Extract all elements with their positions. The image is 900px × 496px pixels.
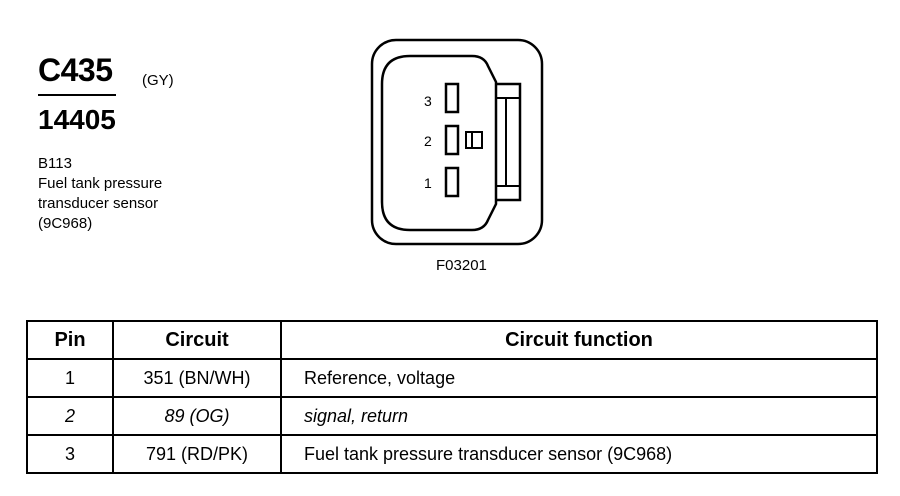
cell-function: Reference, voltage	[280, 358, 878, 398]
pin-label-3: 3	[424, 93, 432, 109]
description-line: B113	[38, 155, 72, 172]
pin-cavity-2	[444, 124, 460, 156]
latch-outline	[496, 82, 522, 202]
cell-pin: 1	[26, 358, 114, 398]
pin-label-1: 1	[424, 175, 432, 191]
header-divider	[38, 94, 116, 96]
cell-circuit: 791 (RD/PK)	[112, 434, 282, 474]
table-row: 2 89 (OG) signal, return	[26, 396, 878, 436]
header-pin: Pin	[26, 320, 114, 360]
connector-outer-shell	[370, 38, 544, 246]
table-row: 1 351 (BN/WH) Reference, voltage	[26, 358, 878, 398]
part-number: 14405	[38, 104, 116, 135]
connector-color: (GY)	[142, 72, 174, 89]
figure-code: F03201	[436, 257, 487, 274]
cell-function: signal, return	[280, 396, 878, 436]
cell-circuit: 89 (OG)	[112, 396, 282, 436]
description-line: transducer sensor	[38, 195, 159, 212]
connector-id: C435	[38, 52, 113, 88]
header-circuit: Circuit	[112, 320, 282, 360]
pin-cavity-3	[444, 82, 460, 114]
connector-face-diagram: 3 2 1	[370, 38, 544, 246]
connector-inner-shell	[380, 54, 498, 232]
header-circuit-function: Circuit function	[280, 320, 878, 360]
table-header-row: Pin Circuit Circuit function	[26, 320, 878, 360]
table-row: 3 791 (RD/PK) Fuel tank pressure transdu…	[26, 434, 878, 474]
cell-function: Fuel tank pressure transducer sensor (9C…	[280, 434, 878, 474]
pin-cavity-2-key	[465, 131, 483, 149]
cell-circuit: 351 (BN/WH)	[112, 358, 282, 398]
pin-table: Pin Circuit Circuit function 1 351 (BN/W…	[26, 320, 878, 474]
pin-cavity-1	[444, 166, 460, 198]
pin-label-2: 2	[424, 133, 432, 149]
cell-pin: 3	[26, 434, 114, 474]
description-line: Fuel tank pressure	[38, 175, 163, 192]
description-line: (9C968)	[38, 215, 93, 232]
connector-description: B113 Fuel tank pressure transducer senso…	[38, 154, 162, 234]
cell-pin: 2	[26, 396, 114, 436]
